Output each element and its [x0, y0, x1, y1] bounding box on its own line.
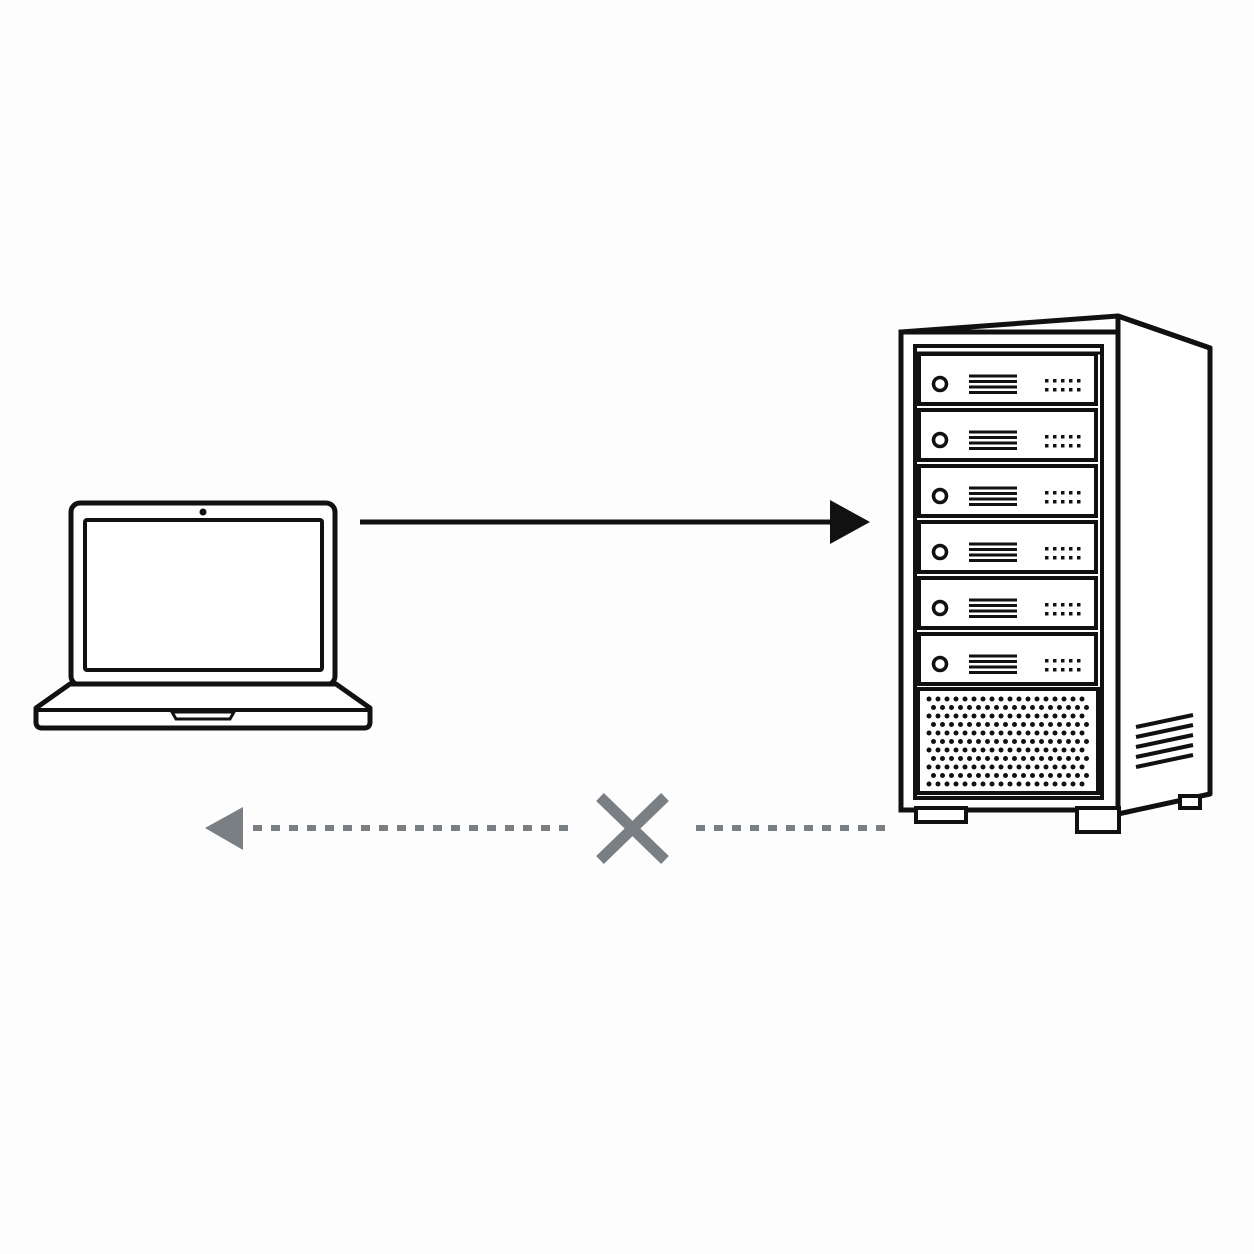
power-led-icon — [931, 431, 949, 449]
server-unit — [917, 576, 1098, 630]
laptop-icon — [33, 500, 373, 731]
power-led-icon — [931, 655, 949, 673]
rack-grille — [916, 687, 1100, 795]
rack-top — [898, 313, 1213, 351]
server-unit — [917, 632, 1098, 686]
power-led-icon — [931, 375, 949, 393]
server-unit — [917, 520, 1098, 574]
laptop-base — [33, 681, 373, 731]
laptop-notch — [169, 710, 237, 721]
response-arrow-blocked — [205, 793, 885, 864]
arrow-head-icon — [830, 500, 870, 544]
server-rack-icon — [898, 313, 1213, 834]
rack-foot-back — [1178, 794, 1202, 810]
power-led-icon — [931, 599, 949, 617]
power-led-icon — [931, 543, 949, 561]
server-unit — [917, 352, 1098, 406]
laptop-screen — [83, 518, 324, 672]
power-led-icon — [931, 487, 949, 505]
request-arrow — [360, 500, 870, 544]
x-mark-icon — [596, 793, 669, 864]
arrow-head-icon — [205, 807, 243, 850]
server-units — [917, 352, 1098, 686]
rack-foot-left — [914, 806, 968, 824]
side-vent-icon — [1135, 713, 1194, 769]
vent-grille-icon — [926, 696, 1089, 787]
webcam-dot — [199, 508, 207, 516]
server-unit — [917, 408, 1098, 462]
server-unit — [917, 464, 1098, 518]
rack-foot-right — [1075, 806, 1121, 834]
